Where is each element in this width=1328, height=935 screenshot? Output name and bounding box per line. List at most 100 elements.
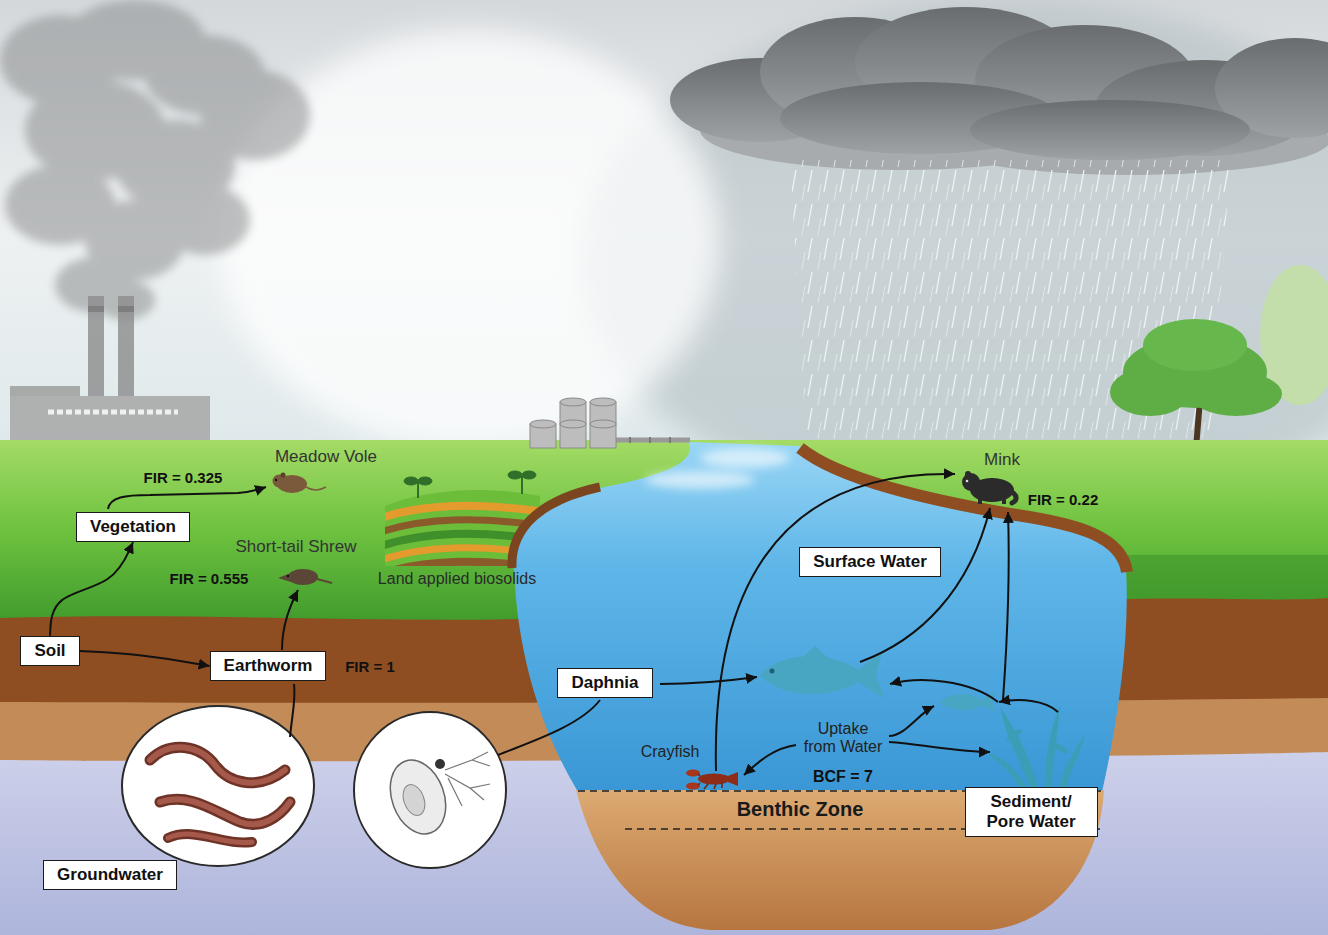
tank-top [560, 398, 586, 406]
worm [150, 747, 285, 782]
tree [1110, 265, 1328, 448]
smoke-puff [160, 185, 250, 255]
sprout [404, 471, 536, 498]
node-label: Groundwater [57, 865, 163, 885]
process-box: Earthworm [210, 651, 327, 681]
plant-leaf [1051, 741, 1070, 755]
smokestack [118, 296, 134, 398]
mink-head [962, 473, 980, 491]
vole-ear [281, 473, 286, 478]
stack-band [118, 306, 134, 312]
uptake-to-plant [889, 742, 990, 752]
text-label: FIR = 1 [345, 658, 395, 675]
inset-circle [354, 712, 506, 868]
crayfish-to-mink [716, 474, 955, 771]
meadow-vole [273, 473, 327, 494]
tree-crown [1143, 319, 1247, 371]
storm-cloud [670, 7, 1328, 175]
right-bank [800, 448, 1127, 572]
sprout-leaf [418, 477, 432, 485]
shrew-tail [317, 579, 332, 583]
smokestack [88, 296, 104, 398]
mink [962, 471, 1016, 504]
vegetation-to-vole [108, 487, 266, 509]
dark-grass [1110, 555, 1328, 605]
benthic-boundary [625, 828, 1100, 830]
text-label: Crayfish [641, 743, 700, 761]
mink-leg [978, 498, 982, 504]
text-label: Uptake from Water [801, 720, 885, 757]
factory-windows [48, 410, 178, 415]
shrew-body [288, 569, 318, 585]
text-label: Land applied biosolids [378, 570, 536, 588]
river [514, 442, 1127, 792]
treatment-plant [530, 398, 690, 448]
daphnia-eye [435, 759, 445, 769]
tree-crown [1190, 372, 1282, 416]
benthic-boundary [578, 790, 1104, 792]
plant-to-small-fish [999, 700, 1058, 712]
vole-tail [306, 487, 326, 490]
short-tail-shrew [278, 569, 332, 585]
text-label: FIR = 0.555 [170, 570, 249, 587]
tank-top [560, 420, 586, 428]
text-label: FIR = 0.22 [1028, 491, 1098, 508]
mink-ear [965, 471, 971, 477]
node-label: Earthworm [224, 656, 313, 676]
vole-eye [275, 479, 277, 481]
text-label: Benthic Zone [737, 798, 864, 821]
plant-frond [1058, 735, 1085, 788]
crayfish-legs [698, 774, 722, 789]
outfall-pipe [612, 438, 690, 443]
factory [10, 296, 210, 446]
shrew-eye [287, 575, 289, 577]
earthworm-to-shrew [282, 590, 298, 650]
stack-band [88, 306, 104, 312]
worm [160, 799, 290, 824]
smoke [0, 0, 310, 320]
plant-to-mink [1003, 512, 1009, 700]
text-label: BCF = 7 [813, 768, 873, 786]
tree-crown [1110, 368, 1190, 416]
foam [645, 471, 755, 489]
cloud-lobe [970, 100, 1250, 160]
text-label: Short-tail Shrew [236, 537, 357, 557]
worm-highlight [150, 747, 285, 782]
node-label: Vegetation [90, 517, 176, 537]
process-box: Groundwater [43, 860, 177, 890]
sprout-leaf [508, 471, 522, 479]
water-foam [645, 448, 790, 489]
shrew-snout [278, 573, 291, 582]
sprout-leaf [404, 477, 418, 485]
food-web-arrows [108, 474, 1058, 775]
inset-leader [290, 684, 295, 737]
text-label: Mink [984, 450, 1020, 470]
plant-to-fish [890, 680, 998, 702]
daphnia-inset [354, 712, 506, 868]
node-label: Surface Water [813, 552, 927, 572]
plant-frond [986, 752, 1027, 788]
process-box: Surface Water [799, 547, 941, 577]
text-label: Meadow Vole [275, 447, 377, 467]
foam [700, 448, 790, 468]
mink-leg [1002, 498, 1006, 504]
cloud-body [670, 7, 1328, 160]
sprout-stem [417, 482, 419, 498]
node-label: Daphnia [571, 673, 638, 693]
flow-arrow [80, 651, 210, 666]
text-label: FIR = 0.325 [144, 469, 223, 486]
uptake-to-crayfish [744, 745, 796, 775]
factory-building [10, 396, 210, 446]
tank-top [590, 398, 616, 406]
crayfish [686, 770, 738, 790]
sediment [576, 790, 1104, 930]
crayfish-claw [686, 783, 700, 790]
worm-highlight [168, 834, 252, 842]
daphnia-brood [399, 782, 429, 819]
sprout-stem [521, 476, 523, 494]
inset-leader [498, 700, 600, 755]
crayfish-tail [728, 772, 738, 786]
